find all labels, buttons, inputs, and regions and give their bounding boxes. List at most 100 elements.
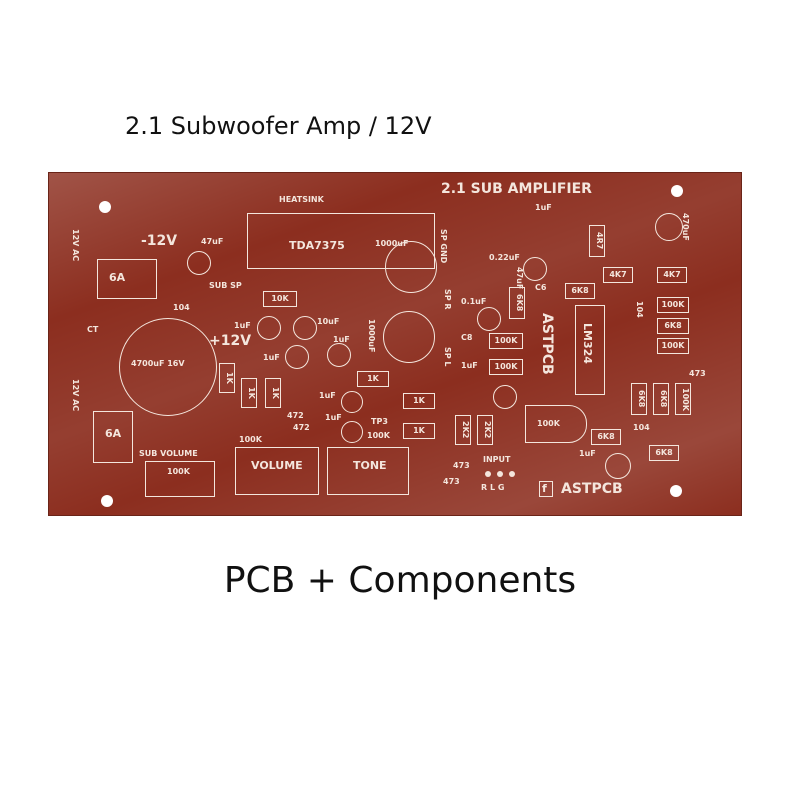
input-pad <box>497 471 503 477</box>
cap-1uf <box>605 453 631 479</box>
c473-a: 473 <box>689 369 706 378</box>
brand-label: ASTPCB <box>561 481 623 497</box>
cap-01-label: 0.1uF <box>461 297 487 306</box>
tp3-label: TP3 <box>371 417 388 426</box>
ic-amp-label: TDA7375 <box>289 239 345 252</box>
volume-label: VOLUME <box>251 459 303 472</box>
cap-label: 1uF <box>319 391 336 400</box>
fuse2-label: 6A <box>105 427 122 440</box>
cap-1uf-top-label: 1uF <box>535 203 552 212</box>
tone-pot-outline <box>327 447 409 495</box>
r-1k-b: 1K <box>241 378 257 408</box>
r-100k-a: 100K <box>489 333 523 349</box>
heatsink-label: HEATSINK <box>279 195 324 204</box>
r-100k-d: 100K <box>657 338 689 354</box>
sub-volume-pot-label: 100K <box>167 467 190 476</box>
cap-1uf <box>341 421 363 443</box>
big-cap-outline <box>119 318 217 416</box>
r-6k8-g: 6K8 <box>649 445 679 461</box>
heatsink-outline <box>247 213 435 269</box>
r-2k2-b: 2K2 <box>477 415 493 445</box>
ct-label: CT <box>87 325 99 334</box>
mounting-hole <box>671 185 683 197</box>
r-6k8-e: 6K8 <box>653 383 669 415</box>
r-4k7-a: 4K7 <box>603 267 633 283</box>
c104-left: 104 <box>173 303 190 312</box>
tone-label: TONE <box>353 459 387 472</box>
cap-label: 1uF <box>579 449 596 458</box>
cap-label: 1uF <box>325 413 342 422</box>
r-2k2-a: 2K2 <box>455 415 471 445</box>
product-title: 2.1 Subwoofer Amp / 12V <box>125 112 432 140</box>
r-6k8-b: 6K8 <box>565 283 595 299</box>
mounting-hole <box>670 485 682 497</box>
big-cap-label: 4700uF 16V <box>131 359 185 368</box>
c6-label: C6 <box>535 283 547 292</box>
lm324-label: LM324 <box>581 323 594 364</box>
cap-c6 <box>523 257 547 281</box>
r-100k-e: 100K <box>675 383 691 415</box>
input-pad <box>485 471 491 477</box>
cap-47r-label: 47uF <box>515 267 524 290</box>
fuse1-label: 6A <box>109 271 126 284</box>
input-pins-label: R L G <box>481 483 505 492</box>
cap-1000-top-outline <box>385 241 437 293</box>
cap-c8 <box>477 307 501 331</box>
lm324-outline <box>575 305 605 395</box>
cap-1uf <box>285 345 309 369</box>
minus12-label: -12V <box>141 233 178 249</box>
input-label: INPUT <box>483 455 511 464</box>
cap-470 <box>655 213 683 241</box>
fuse2-outline <box>93 411 133 463</box>
brand-logo: f <box>542 482 547 495</box>
sp-r-label: SP R <box>443 289 452 310</box>
cap-label: 1uF <box>263 353 280 362</box>
bottom-caption: PCB + Components <box>223 560 577 601</box>
brand-vertical: ASTPCB <box>539 313 555 375</box>
mounting-hole <box>99 201 111 213</box>
mounting-hole <box>101 495 113 507</box>
cap-10uf <box>293 316 317 340</box>
cap-label: 1uF <box>333 335 350 344</box>
board-header: 2.1 SUB AMPLIFIER <box>441 181 592 197</box>
pcb-board: 2.1 SUB AMPLIFIER HEATSINK TDA7375 1000u… <box>48 172 742 516</box>
c472-a: 472 <box>287 411 304 420</box>
cap-470-label: 470uF <box>681 213 690 241</box>
sub-sp-label: SUB SP <box>209 281 242 290</box>
cap-label: 10uF <box>317 317 340 326</box>
c104-right2: 104 <box>633 423 650 432</box>
r-100k-b: 100K <box>489 359 523 375</box>
sub-volume-label: SUB VOLUME <box>139 449 198 458</box>
r-6k8-d: 6K8 <box>631 383 647 415</box>
c104-right1: 104 <box>635 301 644 318</box>
pot-100k-right-label: 100K <box>537 419 560 428</box>
ac-top-label: 12V AC <box>71 229 80 262</box>
trim-100k-label: 100K <box>367 431 390 440</box>
input-pad <box>509 471 515 477</box>
c473-c: 473 <box>443 477 460 486</box>
cap-1uf <box>341 391 363 413</box>
sp-gnd-label: SP GND <box>439 229 448 264</box>
r-6k8-a: 6K8 <box>509 287 525 319</box>
cap-47-top-label: 47uF <box>201 237 224 246</box>
fuse1-outline <box>97 259 157 299</box>
c472-b: 472 <box>293 423 310 432</box>
c8-label: C8 <box>461 333 473 342</box>
cap-47-outline <box>187 251 211 275</box>
r-6k8-c: 6K8 <box>657 318 689 334</box>
cap-1000-mid-outline <box>383 311 435 363</box>
volume-pot-label: 100K <box>239 435 262 444</box>
volume-pot-outline <box>235 447 319 495</box>
r-1k-f: 1K <box>403 423 435 439</box>
cap-022-label: 0.22uF <box>489 253 520 262</box>
trim-100k-outline <box>525 405 587 443</box>
r-100k-c: 100K <box>657 297 689 313</box>
r-4k7-b: 4K7 <box>657 267 687 283</box>
r-4r7: 4R7 <box>589 225 605 257</box>
r-10k: 10K <box>263 291 297 307</box>
cap-1000-top-label: 1000uF <box>375 239 409 248</box>
cap-label: 1uF <box>234 321 251 330</box>
r-1k-e: 1K <box>403 393 435 409</box>
cap-1uf <box>257 316 281 340</box>
cap-1uf <box>493 385 517 409</box>
